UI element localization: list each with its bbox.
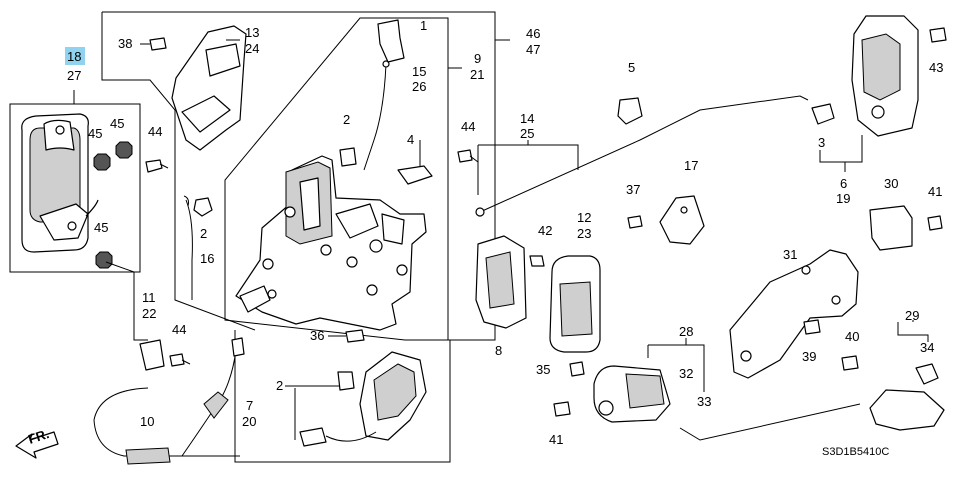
outer-door-handle	[21, 113, 99, 253]
actuator	[299, 351, 427, 447]
callout-27[interactable]: 27	[67, 68, 81, 83]
clip-2-left	[193, 197, 213, 217]
callout-2a[interactable]: 2	[200, 226, 207, 241]
callout-4[interactable]: 4	[407, 132, 414, 147]
callout-28[interactable]: 28	[679, 324, 693, 339]
switch-4	[397, 140, 433, 185]
callout-14[interactable]: 14	[520, 111, 534, 126]
callout-45a[interactable]: 45	[88, 126, 102, 141]
callout-2c[interactable]: 2	[276, 378, 283, 393]
callout-17[interactable]: 17	[684, 158, 698, 173]
callout-12[interactable]: 12	[577, 210, 591, 225]
callout-21[interactable]: 21	[470, 67, 484, 82]
callout-36[interactable]: 36	[310, 328, 324, 343]
nut-45-c	[95, 251, 113, 269]
callout-39[interactable]: 39	[802, 349, 816, 364]
callout-43[interactable]: 43	[929, 60, 943, 75]
callout-32[interactable]: 32	[679, 366, 693, 381]
callout-34[interactable]: 34	[920, 340, 934, 355]
bolt-36	[328, 329, 365, 343]
clip-1	[377, 19, 405, 63]
bolt-38	[140, 37, 167, 51]
callout-37[interactable]: 37	[626, 182, 640, 197]
callout-31[interactable]: 31	[783, 247, 797, 262]
callout-33[interactable]: 33	[697, 394, 711, 409]
nut-45-b	[115, 141, 133, 159]
callout-16[interactable]: 16	[200, 251, 214, 266]
screw-35	[569, 361, 585, 377]
cable-10	[93, 337, 245, 465]
callout-26[interactable]: 26	[412, 79, 426, 94]
bolt-43	[929, 27, 947, 43]
callout-42[interactable]: 42	[538, 223, 552, 238]
protector-cover	[171, 25, 247, 151]
callout-40[interactable]: 40	[845, 329, 859, 344]
rod-14	[475, 95, 809, 217]
callout-45c[interactable]: 45	[94, 220, 108, 235]
callout-23[interactable]: 23	[577, 226, 591, 241]
callout-38[interactable]: 38	[118, 36, 132, 51]
bracket-17	[659, 195, 705, 245]
plate-30	[869, 205, 913, 251]
front-arrow	[15, 431, 59, 459]
bolt-44-b	[457, 149, 479, 163]
front-arrow-label: FR.	[26, 426, 51, 447]
callout-15[interactable]: 15	[412, 64, 426, 79]
callout-45b[interactable]: 45	[110, 116, 124, 131]
clip-2-upper	[339, 147, 357, 167]
callout-29[interactable]: 29	[905, 308, 919, 323]
callout-30[interactable]: 30	[884, 176, 898, 191]
callout-44c[interactable]: 44	[172, 322, 186, 337]
rod-15	[363, 60, 390, 171]
clip-5	[617, 97, 643, 125]
callout-5[interactable]: 5	[628, 60, 635, 75]
callout-9[interactable]: 9	[474, 51, 481, 66]
nut-45-a	[93, 153, 111, 171]
bolt-40	[841, 355, 859, 371]
inner-handle-8	[475, 235, 527, 329]
bolt-42	[529, 255, 545, 267]
callout-18[interactable]: 18	[67, 49, 81, 64]
callout-19[interactable]: 19	[836, 191, 850, 206]
bolt-41-right	[927, 215, 943, 231]
callout-44b[interactable]: 44	[461, 119, 475, 134]
callout-25[interactable]: 25	[520, 126, 534, 141]
callout-8[interactable]: 8	[495, 343, 502, 358]
group-frames	[9, 11, 929, 463]
callout-3[interactable]: 3	[818, 135, 825, 150]
rod-33	[679, 403, 861, 441]
callout-47[interactable]: 47	[526, 42, 540, 57]
callout-35[interactable]: 35	[536, 362, 550, 377]
callout-10[interactable]: 10	[140, 414, 154, 429]
callout-24[interactable]: 24	[245, 41, 259, 56]
bolt-44-a	[145, 159, 169, 173]
latch-28	[593, 365, 671, 423]
callout-22[interactable]: 22	[142, 306, 156, 321]
actuator-29	[869, 363, 945, 431]
bolt-37	[627, 215, 643, 229]
door-lock-assembly	[235, 155, 427, 331]
diagram-code: S3D1B5410C	[822, 446, 889, 458]
callout-46[interactable]: 46	[526, 26, 540, 41]
callout-13[interactable]: 13	[245, 25, 259, 40]
bolt-41-lower	[553, 401, 571, 417]
bracket-31	[729, 249, 859, 379]
rod-16	[183, 195, 193, 300]
callout-41b[interactable]: 41	[928, 184, 942, 199]
callout-11[interactable]: 11	[142, 290, 156, 305]
callout-7[interactable]: 7	[246, 398, 253, 413]
callout-44a[interactable]: 44	[148, 124, 162, 139]
clip-3	[811, 103, 835, 125]
bezel-12	[549, 255, 601, 353]
callout-1[interactable]: 1	[420, 18, 427, 33]
callout-6[interactable]: 6	[840, 176, 847, 191]
callout-41a[interactable]: 41	[549, 432, 563, 447]
rear-latch-6	[851, 15, 919, 137]
callout-20[interactable]: 20	[242, 414, 256, 429]
callout-2b[interactable]: 2	[343, 112, 350, 127]
clip-39	[803, 319, 821, 335]
bolt-44-c	[169, 353, 191, 367]
highlight-box-18	[65, 47, 85, 65]
